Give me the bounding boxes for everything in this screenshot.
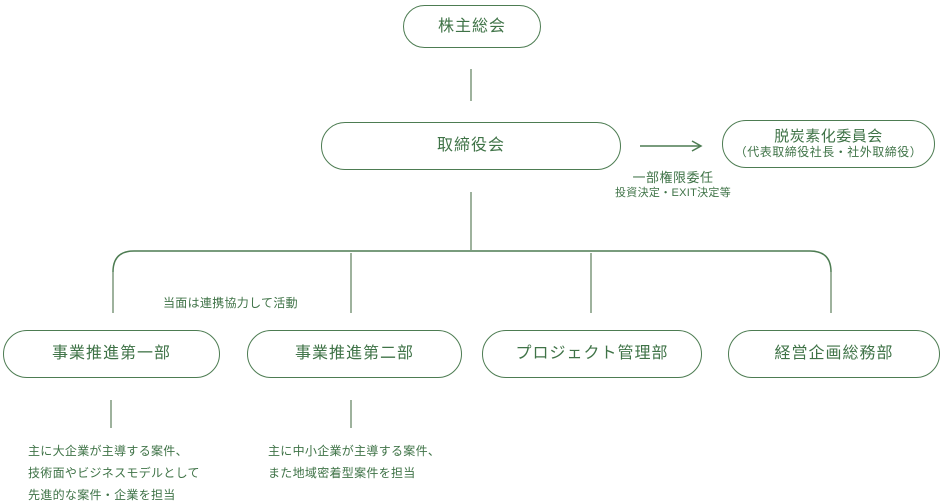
dept1-label: 事業推進第一部: [51, 345, 171, 363]
dept2-note-line: 主に中小企業が主導する案件、: [268, 444, 441, 458]
dept2-note-line: また地域密着型案件を担当: [268, 466, 416, 480]
delegation-label: 一部権限委任: [632, 170, 714, 185]
dept4-label: 経営企画総務部: [774, 345, 894, 363]
org-node-dept2: 事業推進第二部: [247, 330, 462, 378]
shareholders-label: 株主総会: [437, 17, 506, 35]
dept1-note-line: 技術面やビジネスモデルとして: [28, 466, 200, 480]
org-node-decarb-committee: 脱炭素化委員会 （代表取締役社長・社外取締役）: [722, 120, 935, 168]
connector-bus: [112, 250, 832, 273]
dept2-note: 主に中小企業が主導する案件、 また地域密着型案件を担当: [268, 440, 440, 484]
dept1-note-line: 主に大企業が主導する案件、: [28, 444, 188, 458]
board-label: 取締役会: [436, 137, 505, 155]
delegation-detail-label: 投資決定・EXIT決定等: [614, 187, 732, 199]
dept2-label: 事業推進第二部: [294, 345, 414, 363]
org-node-board: 取締役会: [321, 122, 621, 170]
delegation-arrow-icon: [640, 140, 703, 152]
org-node-dept3: プロジェクト管理部: [482, 330, 702, 378]
decarb-committee-label: 脱炭素化委員会: [774, 128, 883, 146]
cooperation-note: 当面は連携協力して活動: [163, 296, 298, 310]
decarb-committee-sublabel: （代表取締役社長・社外取締役）: [734, 145, 923, 160]
dept1-note-line: 先進的な案件・企業を担当: [28, 488, 176, 502]
dept1-note: 主に大企業が主導する案件、 技術面やビジネスモデルとして 先進的な案件・企業を担…: [28, 440, 200, 503]
dept3-label: プロジェクト管理部: [515, 345, 669, 363]
org-node-dept1: 事業推進第一部: [3, 330, 220, 378]
org-node-dept4: 経営企画総務部: [728, 330, 940, 378]
org-node-shareholders: 株主総会: [403, 5, 541, 48]
